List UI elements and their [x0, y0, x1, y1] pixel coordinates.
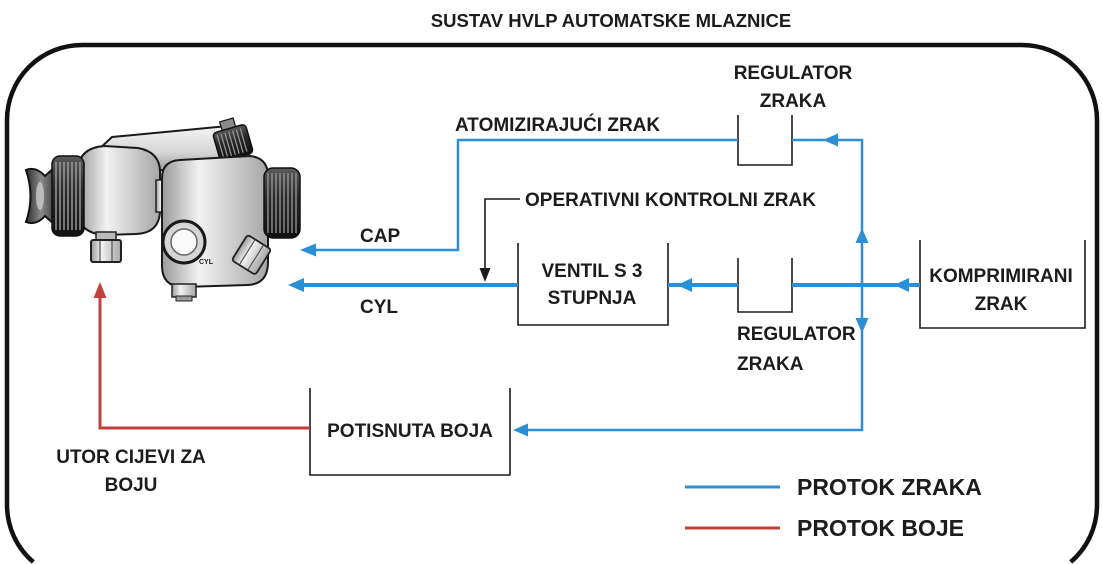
top-adjustment-knob-icon [212, 117, 254, 162]
compressed-air-label-1: KOMPRIMIRANI [929, 266, 1073, 287]
atomizing-air-label: ATOMIZIRAJUĆI ZRAK [455, 114, 660, 136]
gauge-window [170, 228, 198, 256]
supply-up-arrow-head [855, 228, 869, 243]
regulator-top-box [737, 115, 793, 166]
gun-front-head [77, 144, 161, 237]
compressed-air-label-2: ZRAK [975, 294, 1028, 315]
bottom-air-fitting-tip [175, 295, 193, 302]
spray-gun-icon: CYL [24, 117, 301, 302]
compressed-air-arrow-head [894, 278, 909, 292]
rear-knob [263, 167, 301, 239]
valve-label-2: STUPNJA [548, 288, 637, 309]
paint-inlet-label-2: BOJU [105, 475, 158, 496]
retaining-ring-knurl [55, 162, 81, 230]
side-air-fitting-body [231, 234, 272, 275]
paint-inlet-label-1: UTOR CIJEVI ZA [56, 447, 206, 468]
regulator-bottom-box [737, 258, 793, 313]
regulator-top-label-1: REGULATOR [734, 63, 853, 84]
top-knob-knurl [216, 128, 248, 159]
system-frame [4, 42, 1100, 564]
pressure-paint-box [309, 388, 511, 476]
supply-down-arrow-head [855, 318, 869, 333]
pressure-paint-label: POTISNUTA BOJA [327, 421, 493, 442]
cyl-arrow-head [288, 278, 304, 292]
side-air-fitting-facets [239, 240, 264, 270]
atomizing-air-line [312, 138, 738, 252]
cyl-port-label: CYL [360, 297, 398, 318]
paint-pressure-arrow-head [513, 423, 528, 437]
operating-control-air-label: OPERATIVNI KONTROLNI ZRAK [525, 190, 816, 211]
legend-paint-label: PROTOK BOJE [797, 515, 964, 541]
control-air-arrow-head [479, 268, 491, 282]
legend: PROTOK ZRAKA PROTOK BOJE [685, 474, 982, 541]
regulator-bottom-label-1: REGULATOR [737, 324, 856, 345]
gun-marking: CYL [199, 259, 214, 266]
paint-inlet-fitting [90, 239, 122, 263]
air-cap-highlight [36, 182, 44, 210]
bottom-air-fitting [171, 283, 197, 298]
legend-air-label: PROTOK ZRAKA [797, 474, 982, 500]
paint-arrow-head [93, 282, 107, 298]
regulator-bottom-label-2: ZRAKA [737, 354, 804, 375]
valve-arrow-head [677, 278, 692, 292]
cap-arrow-head [300, 243, 316, 257]
control-air-pointer-line [484, 198, 520, 270]
paint-line [98, 296, 310, 430]
valve-label-1: VENTIL S 3 [541, 261, 642, 282]
three-way-valve-box [517, 243, 669, 326]
top-regulator-arrow-head [823, 133, 838, 147]
rear-knob-knurl [267, 173, 297, 233]
side-air-fitting [231, 234, 272, 275]
diagram-title: SUSTAV HVLP AUTOMATSKE MLAZNICE [431, 10, 791, 31]
regulator-top-label-2: ZRAKA [760, 91, 827, 112]
cap-port-label: CAP [360, 226, 400, 247]
paint-inlet-facets [99, 241, 113, 261]
